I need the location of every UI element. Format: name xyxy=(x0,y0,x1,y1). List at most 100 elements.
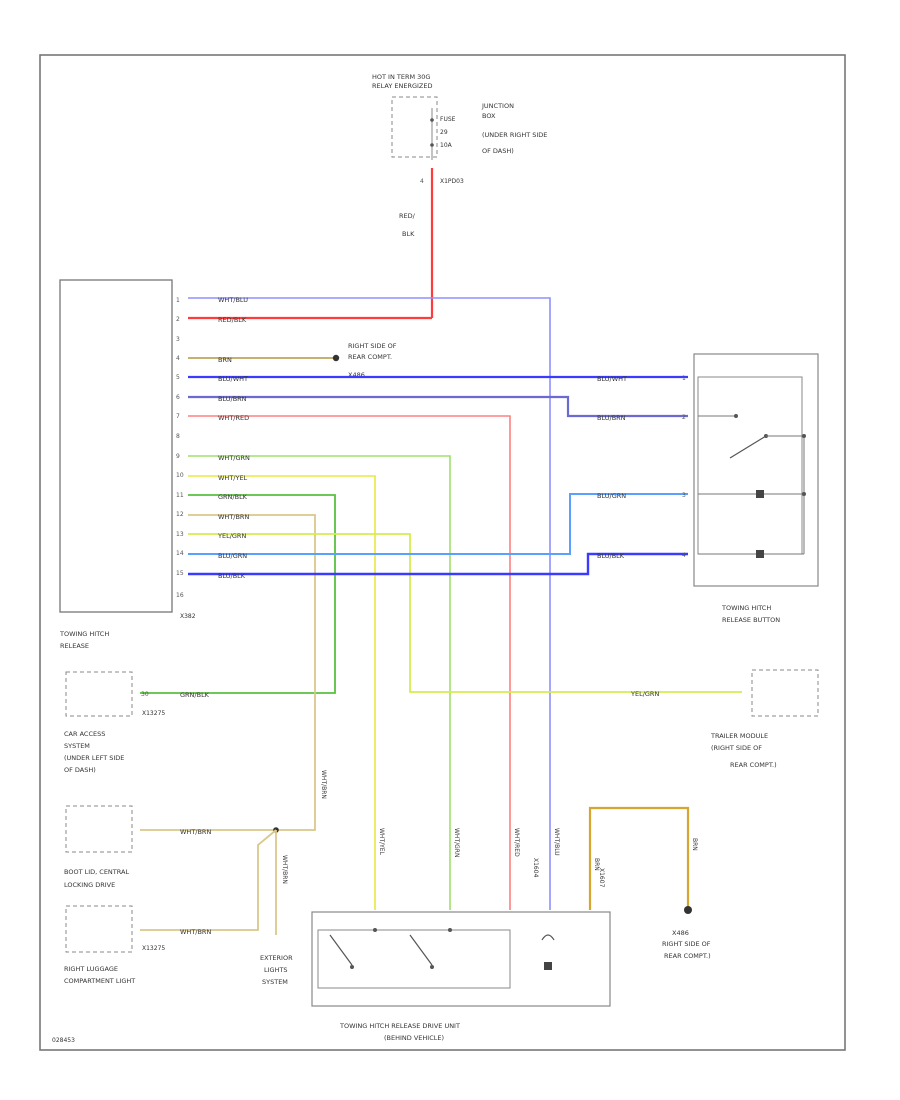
module-pins: 1 2 3 4 5 6 7 8 9 10 11 12 13 14 15 16 xyxy=(176,297,184,599)
wire-label: WHT/GRN xyxy=(218,454,250,462)
pin: 10 xyxy=(176,472,184,479)
drive-unit-label-2: (BEHIND VEHICLE) xyxy=(384,1034,444,1042)
pin: 16 xyxy=(176,592,184,599)
pin: 13 xyxy=(176,531,184,538)
led-icon xyxy=(756,490,764,498)
boot-label-2: LOCKING DRIVE xyxy=(64,881,115,889)
junction-dot xyxy=(802,434,806,438)
page-code: 028453 xyxy=(52,1037,75,1044)
drive-unit-label-1: TOWING HITCH RELEASE DRIVE UNIT xyxy=(339,1022,460,1030)
connector-top-pin: 4 xyxy=(420,178,424,185)
wire-label: YEL/GRN xyxy=(630,690,659,698)
ground2-label-1: X486 xyxy=(672,929,689,937)
fuse-terminal-bottom xyxy=(430,143,434,147)
ground-point-icon xyxy=(332,354,340,362)
drive-connector: X1604 xyxy=(532,858,539,878)
button-name-1: TOWING HITCH xyxy=(721,604,771,612)
wire-label: GRN/BLK xyxy=(180,691,210,699)
pin: 9 xyxy=(176,453,180,460)
towing-hitch-release-button xyxy=(693,353,819,587)
wire-label: BLU/BLK xyxy=(218,572,246,580)
car-access-label-3: (UNDER LEFT SIDE xyxy=(64,754,124,762)
ground1-label-2: REAR COMPT. xyxy=(348,353,392,361)
wire-label: WHT/BRN xyxy=(180,928,211,936)
car-access-connector: X13275 xyxy=(142,710,165,717)
drive-contact-icon xyxy=(448,928,452,932)
trailer-label-1: TRAILER MODULE xyxy=(710,732,768,740)
wire-label: GRN/BLK xyxy=(218,493,248,501)
wire-label: WHT/RED xyxy=(513,828,520,857)
pin: 11 xyxy=(176,492,184,499)
connector-top-label: X1PD03 xyxy=(440,178,464,185)
pin: 1 xyxy=(682,375,686,382)
junction-dot xyxy=(802,492,806,496)
wire-wht-red xyxy=(188,415,511,910)
wire-label: WHT/BLU xyxy=(553,828,560,856)
trailer-module xyxy=(751,669,819,717)
release-button-inner xyxy=(697,376,803,555)
drive-switch-icon xyxy=(329,934,353,966)
boot-label-1: BOOT LID, CENTRAL xyxy=(64,868,129,876)
wire-label: WHT/BRN xyxy=(320,770,327,799)
pin: 4 xyxy=(176,355,180,362)
switch-contact-icon xyxy=(734,414,738,418)
wire-label: WHT/RED xyxy=(218,414,249,422)
wire-wht-brn-luggage xyxy=(140,829,277,931)
switch-arm-icon xyxy=(729,435,767,459)
wire-label: BLU/BLK xyxy=(597,552,625,560)
exterior-label-1: EXTERIOR xyxy=(260,954,293,962)
drive-connector-2: X1607 xyxy=(598,868,605,888)
junction-label-1: JUNCTION xyxy=(481,102,514,110)
car-access-label-2: SYSTEM xyxy=(64,742,90,750)
drive-switch-icon xyxy=(409,934,433,966)
pin: 15 xyxy=(176,570,184,577)
wire-label: YEL/GRN xyxy=(217,532,246,540)
diagram-frame xyxy=(39,54,846,1051)
wire-label: BRN xyxy=(593,858,600,871)
fuse-label-2: 29 xyxy=(440,129,448,136)
led-icon xyxy=(756,550,764,558)
red-wire-label-1: RED/ xyxy=(399,212,416,220)
wire-blu-grn xyxy=(188,493,688,555)
ground-point-icon xyxy=(684,906,692,914)
wire-label: WHT/BLU xyxy=(218,296,248,304)
luggage-label-1: RIGHT LUGGAGE xyxy=(64,965,118,973)
module-connector: X382 xyxy=(180,613,196,620)
module-name-1: TOWING HITCH xyxy=(59,630,109,638)
wire-blu-blk xyxy=(188,552,688,576)
wire-label: WHT/BRN xyxy=(218,513,249,521)
wire-label: BLU/GRN xyxy=(597,492,626,500)
motor-icon xyxy=(541,934,555,941)
wire-wht-grn xyxy=(188,455,451,910)
pin: 3 xyxy=(176,336,180,343)
wire-label: BRN xyxy=(691,838,698,851)
module-name-2: RELEASE xyxy=(60,642,89,650)
wire-label: BRN xyxy=(218,356,232,364)
wire-label: BLU/BRN xyxy=(597,414,626,422)
car-access-system xyxy=(65,671,133,717)
fuse-terminal-top xyxy=(430,118,434,122)
trailer-label-3: REAR COMPT.) xyxy=(730,761,777,769)
pin: 3 xyxy=(682,492,686,499)
button-name-2: RELEASE BUTTON xyxy=(722,616,780,624)
motor-body-icon xyxy=(544,962,552,970)
pin: 2 xyxy=(682,414,686,421)
hot-title-1: HOT IN TERM 30G xyxy=(372,73,430,81)
red-wire-label-2: BLK xyxy=(402,230,415,238)
towing-hitch-release-drive-unit xyxy=(311,911,611,1007)
ground2-label-3: REAR COMPT.) xyxy=(664,952,711,960)
pin: 5 xyxy=(176,374,180,381)
wire-label: WHT/GRN xyxy=(453,828,460,857)
wire-blu-brn xyxy=(188,395,688,418)
exterior-label-2: LIGHTS xyxy=(264,966,288,974)
wire-label: BLU/WHT xyxy=(218,375,248,383)
pin: 14 xyxy=(176,550,184,557)
hot-title-2: RELAY ENERGIZED xyxy=(372,82,432,90)
wire-wht-yel xyxy=(188,475,376,910)
ground1-label-3: X486 xyxy=(348,371,365,379)
wire-label: WHT/BRN xyxy=(180,828,211,836)
junction-label-2: BOX xyxy=(482,112,496,120)
wire-label: WHT/YEL xyxy=(218,474,248,482)
wire-wht-brn xyxy=(140,514,316,831)
